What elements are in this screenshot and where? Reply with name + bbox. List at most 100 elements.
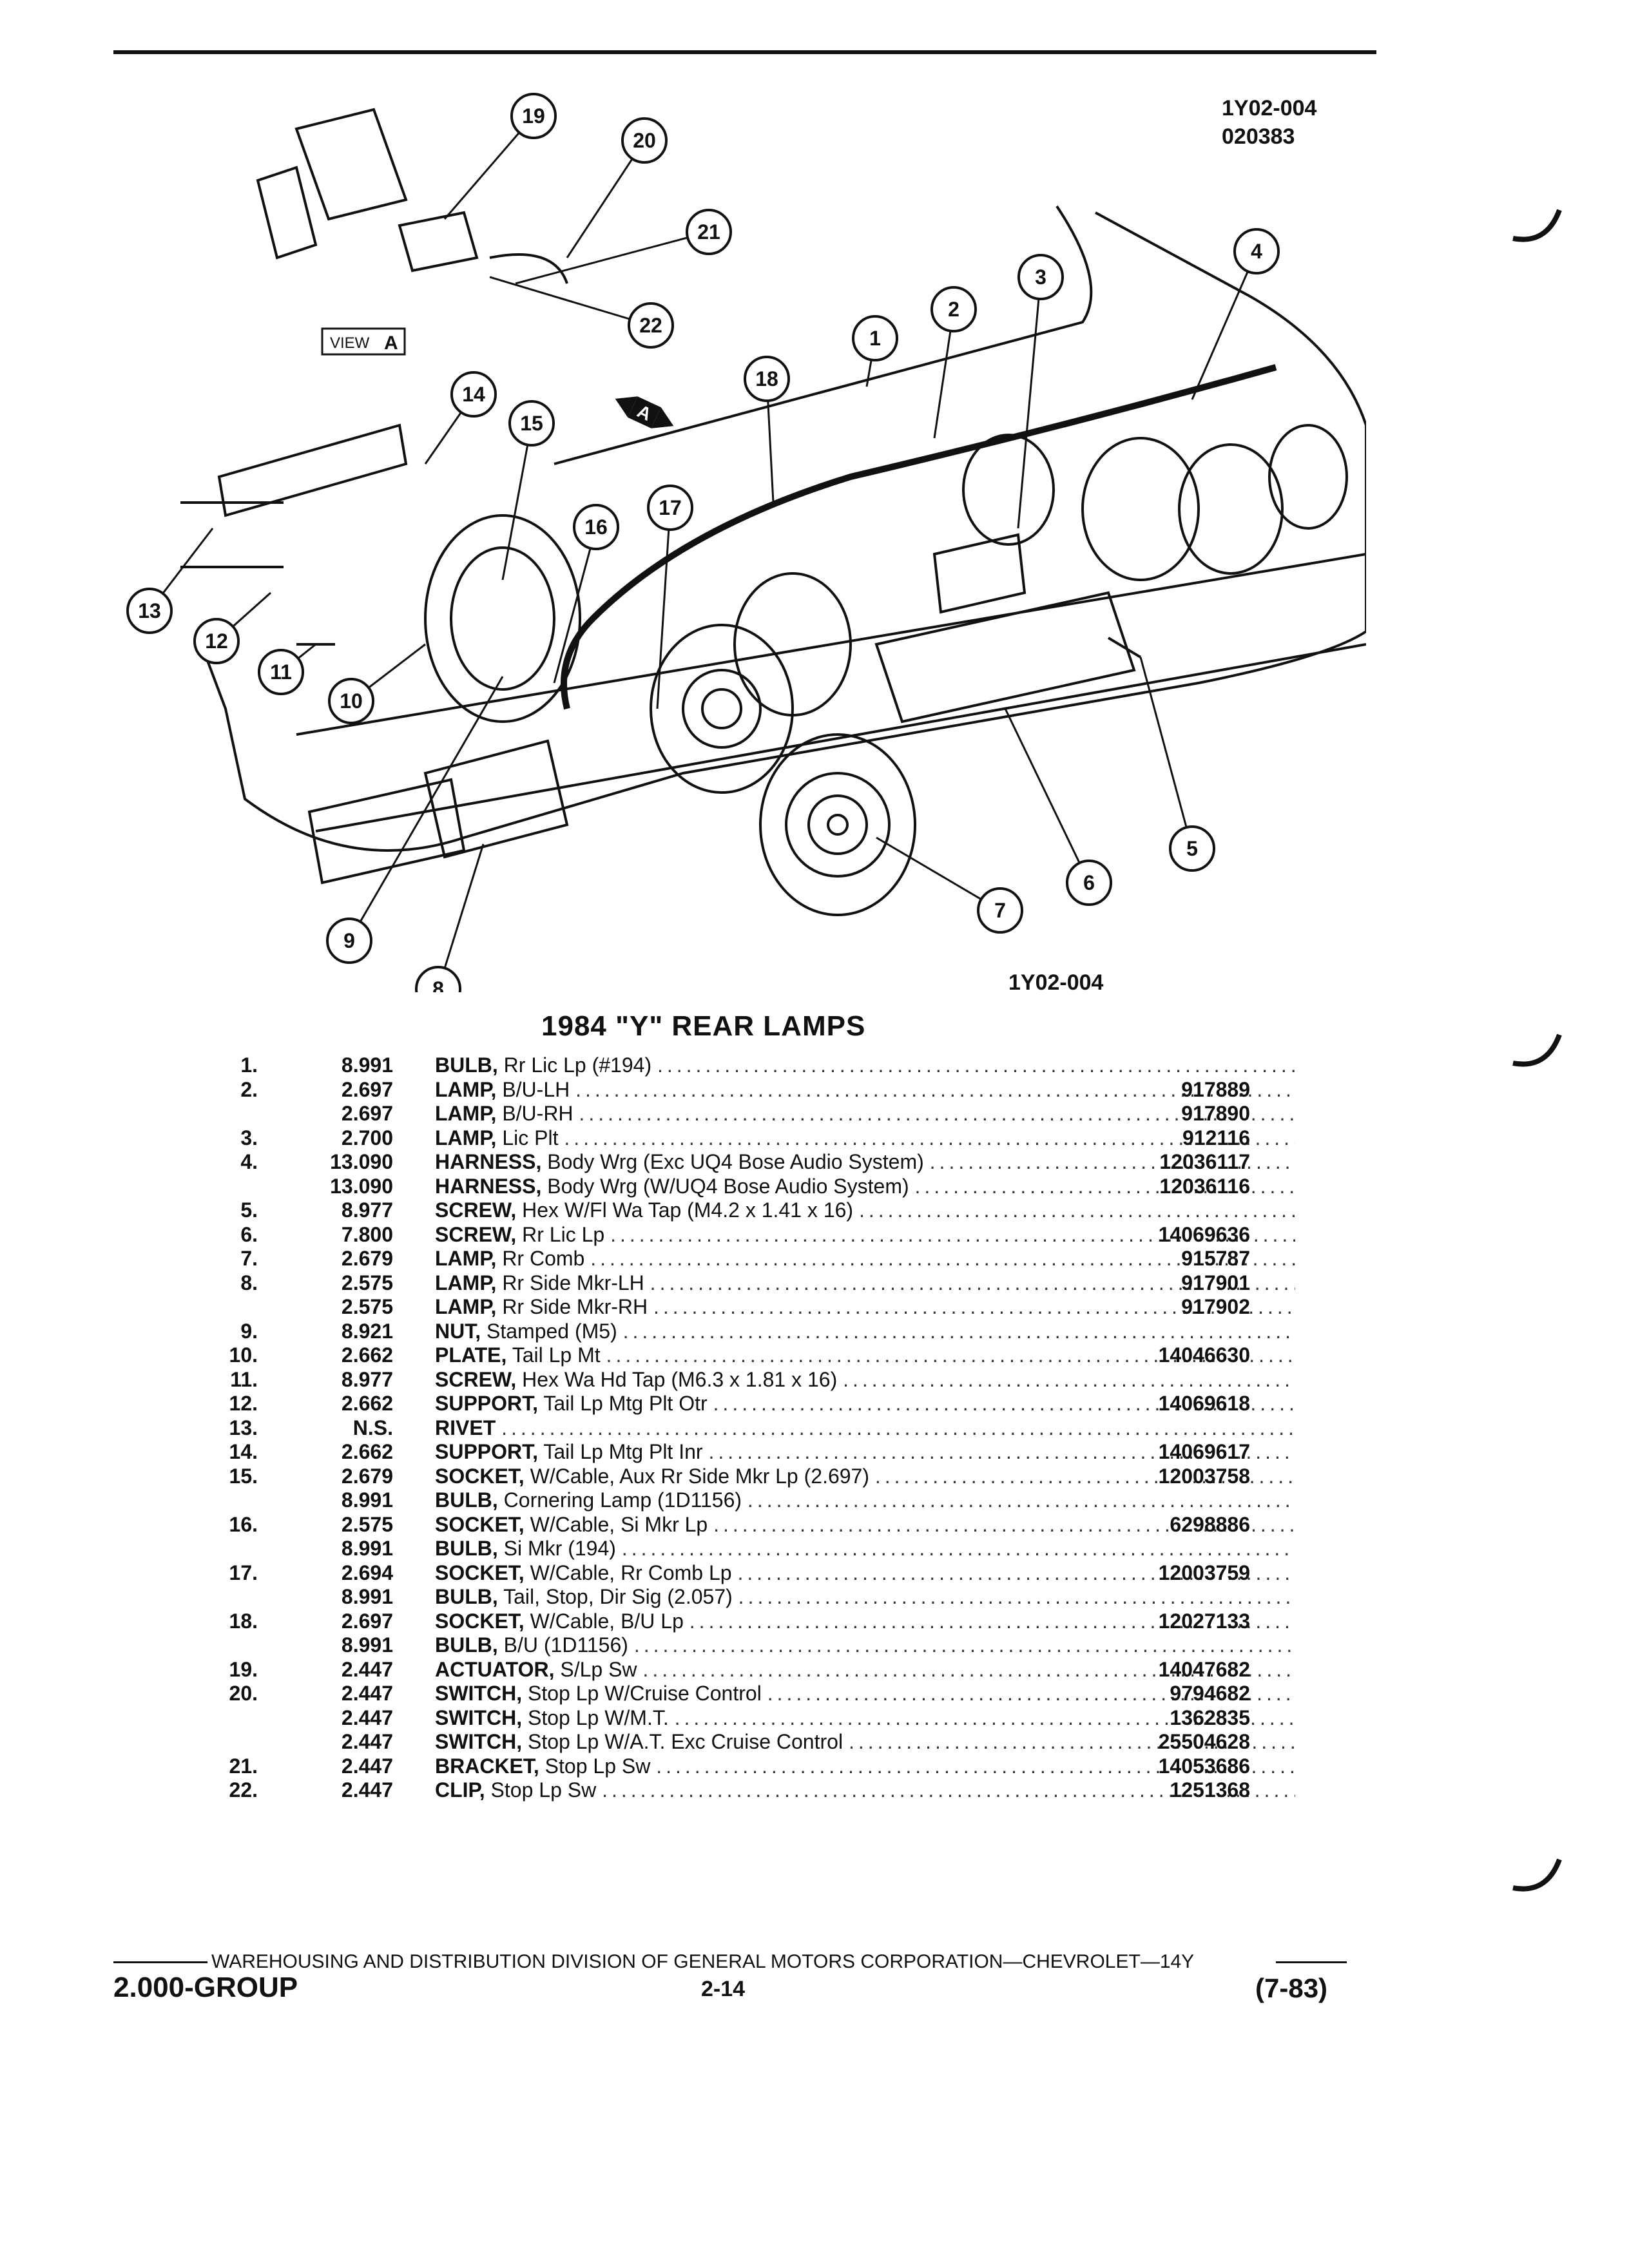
part-name: SWITCH, [435,1706,523,1729]
callout-leader [348,676,504,941]
part-number: 12003759 [1158,1561,1250,1584]
part-name: HARNESS, [435,1174,542,1198]
part-detail: Hex Wa Hd Tap (M6.3 x 1.81 x 16) [522,1367,838,1391]
part-description: ACTUATOR, S/Lp Sw ......................… [435,1658,1295,1682]
callout-circle [1066,860,1112,906]
part-number: 917889 [1181,1077,1250,1101]
license-plate-pocket [874,591,1136,724]
callout-number: 17 [659,496,682,519]
leader-dots: ........................................… [579,1102,1295,1125]
part-detail: Stop Lp W/A.T. Exc Cruise Control [527,1730,843,1753]
part-description: SCREW, Hex Wa Hd Tap (M6.3 x 1.81 x 16) … [435,1368,1295,1392]
part-description: SWITCH, Stop Lp W/Cruise Control .......… [435,1682,1295,1706]
part-description: HARNESS, Body Wrg (Exc UQ4 Bose Audio Sy… [435,1150,1295,1175]
callout-number: 9 [343,929,355,952]
part-detail: Rr Side Mkr-LH [502,1271,644,1294]
part-detail: Stop Lp W/M.T. [527,1706,669,1729]
callout-leader [489,276,651,327]
group-number: 2.575 [341,1271,393,1294]
group-number: 2.447 [341,1778,393,1802]
leader-dots: ........................................… [747,1488,1295,1512]
leader-dots: ........................................… [602,1778,1295,1802]
part-description: BULB, Cornering Lamp (1D1156) ..........… [435,1488,1295,1513]
view-letter: A [384,332,398,354]
part-name: SCREW, [435,1198,517,1222]
item-number: 19. [229,1657,258,1681]
footer-rule-left [113,1961,207,1963]
callout-leader [1139,657,1193,849]
callout-leader [553,526,597,684]
item-number: 5. [240,1198,258,1222]
part-number: 917901 [1181,1271,1250,1294]
bumper-upper-line [296,553,1366,736]
parts-row: 2.447 SWITCH, Stop Lp W/A.T. Exc Cruise C… [213,1730,1295,1754]
callout-circle [510,93,557,139]
item-number: 9. [240,1319,258,1343]
callout-number: 6 [1083,871,1095,894]
item-number: 13. [229,1416,258,1439]
leader-dots: ........................................… [610,1222,1295,1246]
item-number: 1. [240,1053,258,1077]
tail-lamp-shape [1081,437,1200,581]
part-detail: Cornering Lamp (1D1156) [503,1488,742,1512]
rivet-shape [180,501,284,568]
part-detail: Rr Lic Lp (#194) [503,1053,652,1077]
tail-lamp-shape [1268,424,1348,530]
leader-dots: ........................................… [674,1706,1295,1729]
part-number: 14053686 [1158,1754,1250,1778]
part-detail: W/Cable, Si Mkr Lp [530,1512,708,1536]
part-description: LAMP, B/U-LH ...........................… [435,1078,1295,1102]
part-number: 14046630 [1158,1343,1250,1367]
callout-circle [1169,825,1215,872]
callout-number: 14 [462,383,485,406]
leader-dots: ........................................… [653,1295,1295,1318]
view-label-box [321,327,406,356]
part-detail: Si Mkr (194) [503,1537,616,1560]
leader-dots: ........................................… [606,1343,1295,1367]
part-name: CLIP, [435,1778,485,1802]
group-number: 2.662 [341,1440,393,1463]
callout-number: 11 [270,660,292,684]
callout-circle [450,371,497,418]
part-name: BULB, [435,1633,498,1657]
part-number: 14047682 [1158,1657,1250,1681]
group-number: 2.447 [341,1706,393,1729]
part-name: LAMP, [435,1247,497,1270]
part-name: SWITCH, [435,1730,523,1753]
callout-number: 12 [205,629,228,653]
part-number: 915787 [1181,1247,1250,1270]
item-number: 12. [229,1392,258,1415]
part-name: BULB, [435,1585,498,1608]
leader-dots: ........................................… [843,1367,1295,1391]
footer-date: (7-83) [1255,1973,1328,2003]
leader-dots: ........................................… [564,1126,1295,1149]
callout-number: 8 [432,977,444,992]
callout-circle [628,302,674,349]
part-name: NUT, [435,1319,481,1343]
part-description: SOCKET, W/Cable, Aux Rr Side Mkr Lp (2.6… [435,1465,1295,1489]
group-number: 2.700 [341,1126,393,1149]
callout-circle [621,117,668,164]
part-number: 25504628 [1158,1730,1250,1753]
part-description: LAMP, B/U-RH ...........................… [435,1102,1295,1126]
callout-leader [437,843,485,990]
callout-leader [515,231,709,285]
group-number: 2.447 [341,1730,393,1753]
part-name: SOCKET, [435,1464,525,1488]
part-description: SOCKET, W/Cable, Rr Comb Lp ............… [435,1561,1295,1586]
callout-circle [852,315,898,361]
part-name: SUPPORT, [435,1392,539,1415]
part-name: LAMP, [435,1077,497,1101]
leader-dots: ........................................… [708,1440,1295,1463]
callout-number: 20 [633,129,656,152]
part-detail: Stop Lp Sw [545,1754,651,1778]
part-description: SWITCH, Stop Lp W/A.T. Exc Cruise Contro… [435,1730,1295,1754]
